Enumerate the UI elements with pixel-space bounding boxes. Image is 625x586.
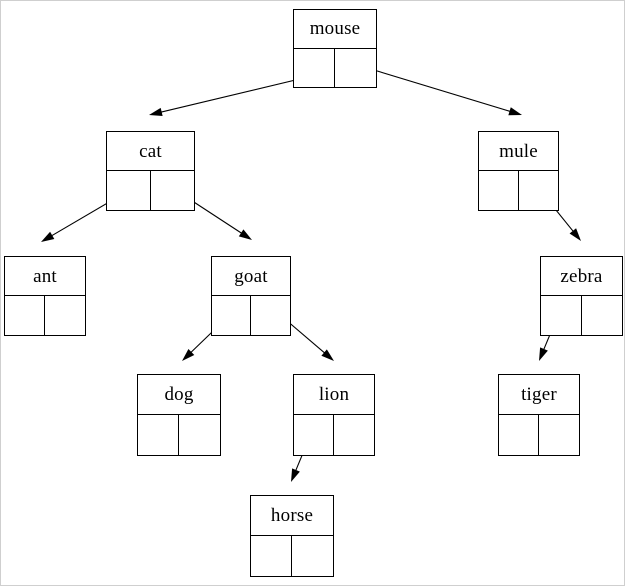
right-pointer-cell	[151, 171, 195, 210]
node-label: tiger	[499, 375, 579, 415]
node-label: mule	[479, 132, 558, 171]
node-pointer-row	[138, 415, 220, 455]
left-pointer-cell	[5, 296, 45, 335]
tree-node-mouse[interactable]: mouse	[293, 9, 377, 88]
tree-node-tiger[interactable]: tiger	[498, 374, 580, 456]
left-pointer-cell	[294, 415, 334, 455]
node-pointer-row	[107, 171, 194, 210]
right-pointer-cell	[292, 536, 333, 576]
left-pointer-cell	[294, 48, 335, 87]
right-pointer-cell	[519, 171, 559, 210]
node-label: horse	[251, 496, 333, 536]
tree-edge-mouse-to-mule	[363, 66, 522, 116]
tree-node-dog[interactable]: dog	[137, 374, 221, 456]
right-pointer-cell	[45, 296, 85, 335]
right-pointer-cell	[539, 415, 579, 455]
node-pointer-row	[294, 48, 376, 88]
tree-node-goat[interactable]: goat	[211, 256, 291, 336]
node-pointer-row	[251, 536, 333, 576]
node-pointer-row	[479, 171, 558, 210]
node-pointer-row	[499, 415, 579, 455]
node-label: zebra	[541, 257, 622, 296]
right-pointer-cell	[179, 415, 220, 455]
node-pointer-row	[212, 296, 290, 335]
node-pointer-row	[5, 296, 85, 335]
left-pointer-cell	[251, 536, 292, 576]
right-pointer-cell	[335, 49, 376, 88]
node-label: goat	[212, 257, 290, 296]
tree-node-zebra[interactable]: zebra	[540, 256, 623, 336]
tree-node-horse[interactable]: horse	[250, 495, 334, 577]
left-pointer-cell	[212, 296, 251, 335]
node-label: ant	[5, 257, 85, 296]
left-pointer-cell	[499, 415, 539, 455]
left-pointer-cell	[107, 171, 151, 210]
node-pointer-row	[294, 415, 374, 455]
tree-node-ant[interactable]: ant	[4, 256, 86, 336]
tree-node-cat[interactable]: cat	[106, 131, 195, 211]
tree-node-lion[interactable]: lion	[293, 374, 375, 456]
right-pointer-cell	[251, 296, 290, 335]
left-pointer-cell	[541, 296, 582, 335]
node-label: mouse	[294, 10, 376, 49]
node-label: cat	[107, 132, 194, 171]
right-pointer-cell	[582, 296, 623, 335]
right-pointer-cell	[334, 415, 374, 455]
left-pointer-cell	[479, 171, 519, 210]
node-label: dog	[138, 375, 220, 415]
node-pointer-row	[541, 296, 622, 335]
left-pointer-cell	[138, 415, 179, 455]
node-label: lion	[294, 375, 374, 415]
tree-node-mule[interactable]: mule	[478, 131, 559, 211]
